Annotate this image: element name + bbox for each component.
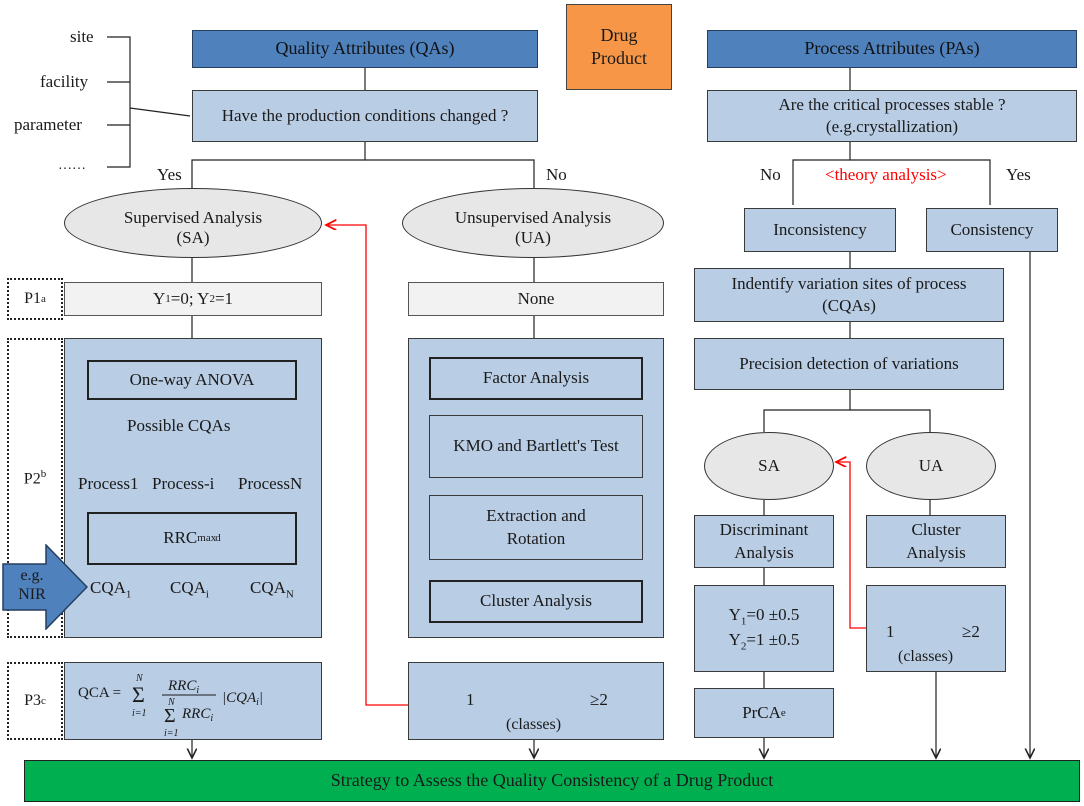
classes-box-mid (408, 662, 664, 740)
question-production-changed: Have the production conditions changed ? (192, 90, 538, 142)
svg-text:i=1: i=1 (164, 728, 179, 739)
extraction-rotation: Extraction and Rotation (429, 495, 643, 560)
cqa-n: CQAN (250, 578, 294, 601)
svg-text:|CQAi|: |CQAi| (222, 690, 263, 708)
svg-text:N: N (135, 673, 144, 684)
label-site: site (70, 27, 94, 46)
one-way-anova: One-way ANOVA (87, 360, 297, 400)
no-left: No (546, 165, 567, 184)
pa-header: Process Attributes (PAs) (707, 30, 1077, 68)
identify-variation-box: Indentify variation sites of process (CQ… (694, 268, 1004, 322)
svg-text:Σ: Σ (164, 705, 176, 727)
unsupervised-analysis: Unsupervised Analysis (UA) (402, 188, 664, 258)
class-many-right: ≥2 (962, 622, 980, 641)
yes-left: Yes (157, 165, 182, 184)
qca-formula-box (64, 662, 322, 740)
possible-cqas: Possible CQAs (127, 416, 231, 435)
factor-analysis: Factor Analysis (429, 357, 643, 400)
cqa-i: CQAi (170, 578, 209, 601)
drug-product-box: Drug Product (566, 4, 672, 90)
svg-text:QCA =: QCA = (78, 685, 121, 701)
qa-header: Quality Attributes (QAs) (192, 30, 538, 68)
process-n: ProcessN (238, 474, 303, 493)
y-tolerance-box: Y1=0 ±0.5 Y2=1 ±0.5 (694, 585, 834, 672)
process-1: Process1 (78, 474, 139, 493)
question-processes-stable: Are the critical processes stable ? (e.g… (707, 90, 1077, 142)
process-i: Process-i (152, 474, 215, 493)
label-facility: facility (40, 72, 89, 91)
supervised-analysis: Supervised Analysis (SA) (64, 188, 322, 258)
class-one-right: 1 (886, 622, 895, 641)
none-box: None (408, 282, 664, 316)
sa-ellipse: SA (704, 432, 834, 500)
inconsistency-box: Inconsistency (744, 208, 896, 252)
nir-label: e.g. NIR (18, 567, 46, 604)
cluster-analysis-mid: Cluster Analysis (429, 580, 643, 623)
strategy-box: Strategy to Assess the Quality Consisten… (24, 760, 1080, 802)
yes-right: Yes (1006, 165, 1031, 184)
class-many-mid: ≥2 (590, 690, 608, 709)
svg-text:RRCi: RRCi (181, 706, 213, 724)
cluster-analysis-right: Cluster Analysis (866, 515, 1006, 568)
consistency-box: Consistency (926, 208, 1058, 252)
theory-analysis: <theory analysis> (825, 165, 947, 184)
kmo-bartlett: KMO and Bartlett's Test (429, 415, 643, 478)
svg-text:i=1: i=1 (132, 708, 147, 719)
no-right: No (760, 165, 781, 184)
precision-detection-box: Precision detection of variations (694, 338, 1004, 390)
ua-ellipse: UA (866, 432, 996, 500)
svg-text:N: N (167, 697, 176, 708)
nir-arrow-icon (2, 544, 88, 630)
label-parameter: parameter (14, 115, 82, 134)
cqa-1: CQA1 (90, 578, 132, 601)
class-one-mid: 1 (466, 690, 475, 709)
classes-label-right: (classes) (898, 648, 954, 665)
qca-formula: QCA = Σ N i=1 RRCi Σ N i=1 RRCi |CQAi| (78, 673, 263, 739)
classes-label-mid: (classes) (506, 716, 562, 733)
svg-text:Σ: Σ (132, 682, 145, 707)
classes-box-right (866, 585, 1006, 672)
label-ellipsis: …… (58, 158, 86, 173)
svg-text:RRCi: RRCi (167, 678, 199, 696)
discriminant-analysis: Discriminant Analysis (694, 515, 834, 568)
